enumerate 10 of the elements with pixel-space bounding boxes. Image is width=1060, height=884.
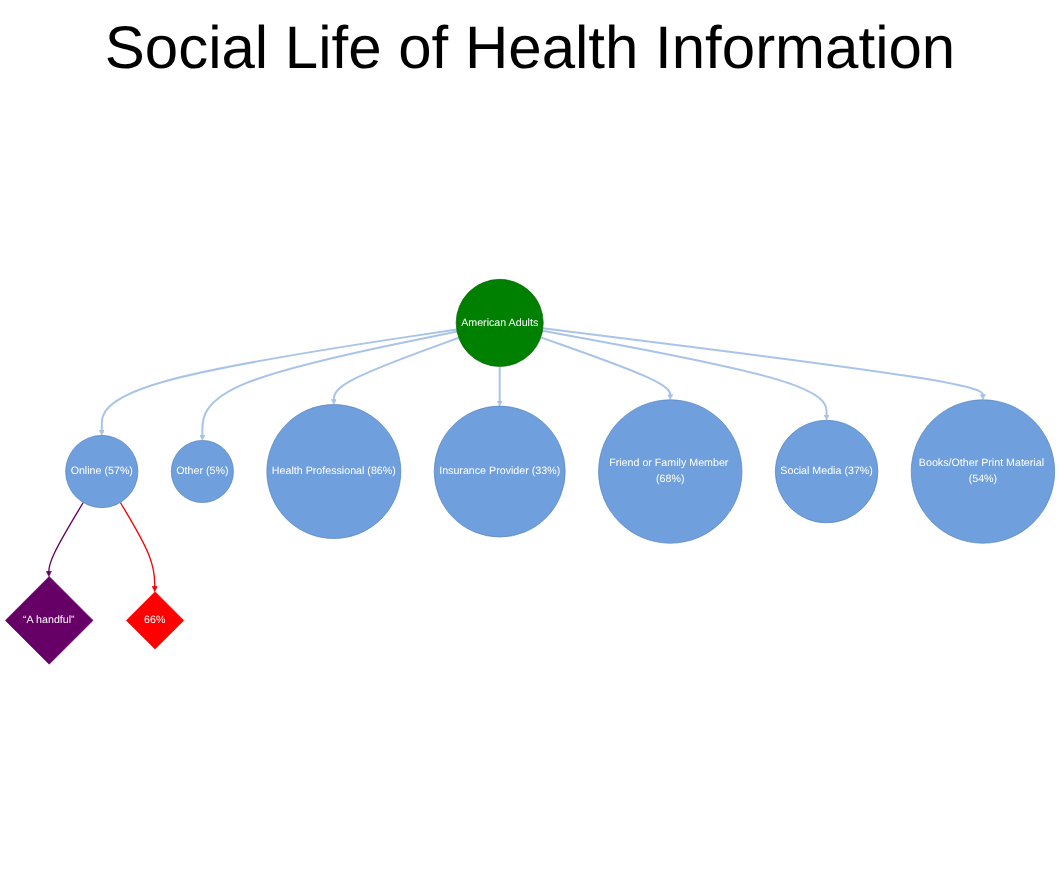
arrow	[119, 502, 158, 593]
arrow	[199, 330, 458, 441]
arrow	[539, 336, 674, 401]
arrow	[98, 328, 458, 436]
arrow	[330, 337, 460, 405]
arrow	[541, 330, 830, 421]
diagram-title: Social Life of Health Information	[102, 16, 958, 84]
arrow	[541, 327, 986, 401]
arrow	[496, 365, 503, 407]
arrow	[45, 502, 84, 578]
